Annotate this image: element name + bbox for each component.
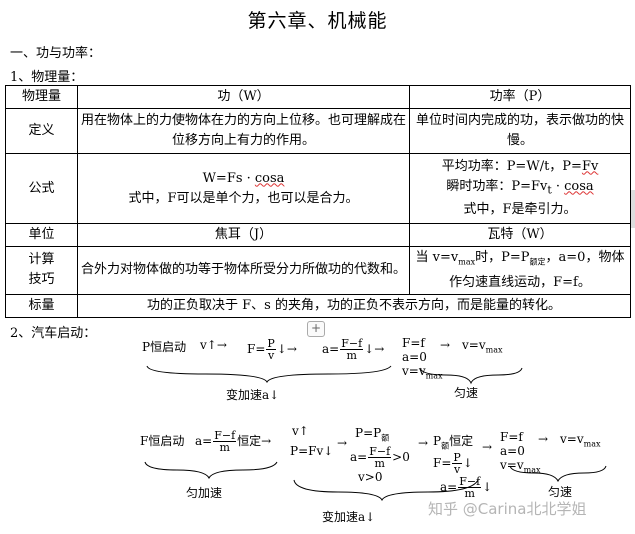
section-heading-work-power: 一、功与功率：	[10, 46, 102, 61]
d2-uniform-acceleration-label: 匀加速	[186, 486, 223, 500]
d2-final-velocity: v=vmax	[560, 432, 601, 449]
average-power-formula: 平均功率：P=W/t，P=Fv	[441, 158, 599, 174]
instant-power-formula: 瞬时功率：P=Fvt · cosa	[446, 178, 594, 197]
d2-variable-acceleration-label: 变加速a↓	[322, 510, 376, 524]
power-formula-note: 式中，F是牵引力。	[463, 202, 577, 218]
d2-velocity-positive: v>0	[358, 470, 383, 484]
sign-explanation: 功的正负取决于 F、s 的夹角，功的正负不表示方向，而是能量的转化。	[77, 293, 631, 318]
watermark: 知乎 @Carina北北学姐	[428, 500, 587, 518]
table-row-sign: 标量 功的正负取决于 F、s 的夹角，功的正负不表示方向，而是能量的转化。	[5, 293, 631, 318]
d1-variable-acceleration-label: 变加速a↓	[226, 388, 280, 402]
d2-uniform-label: 匀速	[548, 485, 573, 499]
table-row-formula: 公式 W=Fs · cosa 式中，F可以是单个力，也可以是合力。 平均功率：P…	[5, 153, 631, 224]
d2-uniform-brace	[509, 465, 607, 483]
table-row-calc: 计算技巧 合外力对物体做的功等于物体所受分力所做功的代数和。 当 v=vmax时…	[5, 246, 631, 295]
header-power: 功率（P）	[409, 85, 631, 109]
d2-equilibrium-state: F=f a=0 v=vmax	[500, 430, 541, 475]
d1-uniform-brace	[419, 367, 523, 385]
work-definition: 用在物体上的力使物体在力的方向上位移。也可理解成在位移方向上有力的作用。	[77, 108, 410, 154]
work-calc-tip: 合外力对物体做的功等于物体所受分力所做功的代数和。	[77, 246, 410, 295]
row-label-formula: 公式	[5, 153, 78, 224]
subsection-heading-quantities: 1、物理量：	[10, 70, 84, 85]
d2-velocity-increase: v↑	[292, 424, 309, 438]
header-quantity: 物理量	[5, 85, 78, 109]
d1-velocity-increase: v↑→	[200, 338, 227, 352]
work-unit: 焦耳（J）	[77, 223, 410, 247]
work-formula-note: 式中，F可以是单个力，也可以是合力。	[128, 190, 359, 206]
d2-arrow-3: →	[482, 440, 493, 454]
row-label-unit: 单位	[5, 223, 78, 247]
power-definition: 单位时间内完成的功，表示做功的快慢。	[409, 108, 631, 154]
d2-rated-power: P=P额	[355, 426, 390, 443]
d2-power-formula: P=Fv↓	[290, 444, 334, 458]
d1-variable-acceleration-brace	[146, 365, 392, 384]
row-label-definition: 定义	[5, 108, 78, 154]
section-heading-car-start: 2、汽车启动：	[10, 326, 97, 341]
power-formula-cell: 平均功率：P=W/t，P=Fv 瞬时功率：P=Fvt · cosa 式中，F是牵…	[409, 153, 631, 224]
d2-arrow-4: →	[538, 432, 549, 446]
constant-power-start-label: P恒启动	[142, 340, 187, 354]
d2-rated-power-constant: P额恒定	[433, 434, 474, 451]
work-formula-cell: W=Fs · cosa 式中，F可以是单个力，也可以是合力。	[77, 153, 410, 224]
scrollbar-thumb[interactable]	[631, 190, 635, 228]
d2-arrow-2: →	[418, 436, 429, 450]
d2-variable-acceleration-brace	[293, 479, 479, 502]
add-row-button[interactable]: +	[307, 321, 325, 337]
constant-force-start-label: F恒启动	[140, 434, 185, 448]
d1-arrow: →	[440, 338, 451, 352]
d2-arrow-1: →	[337, 436, 348, 450]
work-formula: W=Fs · cosa	[202, 170, 285, 186]
d1-final-velocity: v=vmax	[462, 338, 503, 355]
table-row-definition: 定义 用在物体上的力使物体在力的方向上位移。也可理解成在位移方向上有力的作用。 …	[5, 108, 631, 154]
table-row-unit: 单位 焦耳（J） 瓦特（W）	[5, 223, 631, 247]
row-label-scalar: 标量	[5, 293, 78, 318]
row-label-calc: 计算技巧	[5, 246, 78, 295]
power-unit: 瓦特（W）	[409, 223, 631, 247]
chapter-title: 第六章、机械能	[247, 10, 388, 32]
d1-equilibrium-state: F=f a=0 v=vmax	[402, 336, 443, 381]
power-calc-tip: 当 v=vmax时，P=P额定，a=0，物体作匀速直线运动，F=f。	[409, 246, 631, 295]
quantities-table: 物理量 功（W） 功率（P） 定义 用在物体上的力使物体在力的方向上位移。也可理…	[5, 85, 631, 318]
d1-uniform-label: 匀速	[454, 386, 479, 400]
header-work: 功（W）	[77, 85, 410, 109]
d2-uniform-acceleration-brace	[144, 461, 278, 480]
table-header-row: 物理量 功（W） 功率（P）	[5, 85, 631, 109]
